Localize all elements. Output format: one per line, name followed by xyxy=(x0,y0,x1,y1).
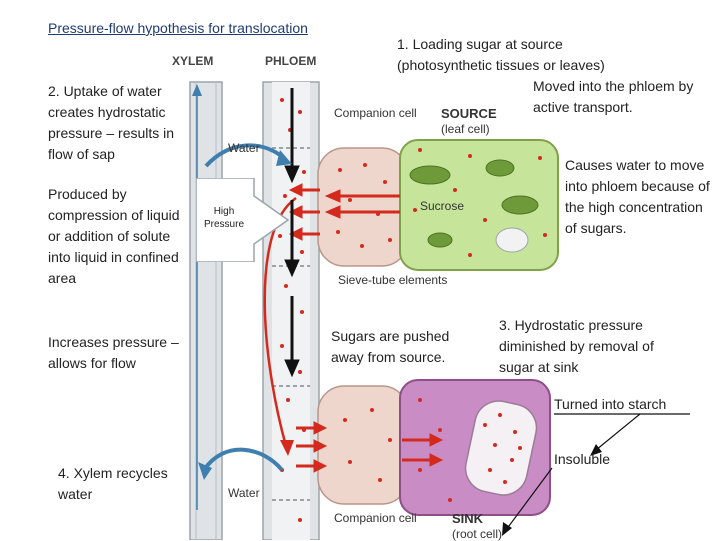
companion-cell-top-label: Companion cell xyxy=(334,106,417,120)
sucrose-unloading-arrows xyxy=(296,421,444,473)
note-uptake: 2. Uptake of water creates hydrostatic p… xyxy=(48,83,175,162)
insoluble-pointer-head xyxy=(502,522,512,536)
water-top-label: Water xyxy=(228,141,260,155)
note-pushed: Sugars are pushed away from source. xyxy=(331,328,450,365)
chloroplast-3 xyxy=(501,195,539,215)
high-pressure-label: High Pressure xyxy=(203,206,244,230)
note-compression: Produced by compression of liquid or add… xyxy=(48,186,180,286)
sucrose-loading-arrows xyxy=(288,183,400,241)
xylem-upflow-arrowhead xyxy=(192,84,202,96)
starch-pointer xyxy=(595,413,641,451)
note-loading: 1. Loading sugar at source (photosynthet… xyxy=(397,36,605,73)
chloroplast-2 xyxy=(485,159,515,177)
companion-cell-bottom-label: Companion cell xyxy=(334,511,417,525)
leaf-cell-label: (leaf cell) xyxy=(441,122,490,136)
companion-cell-top xyxy=(317,147,409,267)
companion-cell-bottom xyxy=(317,385,409,505)
water-arrow-top xyxy=(204,143,286,168)
note-starch: Turned into starch xyxy=(554,396,667,412)
note-hydrostatic: 3. Hydrostatic pressure diminished by re… xyxy=(499,317,654,375)
root-cell-label: (root cell) xyxy=(452,527,503,541)
note-causes: Causes water to move into phloem because… xyxy=(565,157,710,236)
chloroplast-1 xyxy=(409,165,451,185)
water-arrow-top-head xyxy=(276,150,292,166)
bulk-flow-arrows xyxy=(284,88,300,378)
high-pressure-callout xyxy=(196,178,290,262)
note-recycle: 4. Xylem recycles water xyxy=(58,465,168,502)
water-arrow-bottom-head xyxy=(198,462,212,480)
sink-label: SINK xyxy=(452,511,484,526)
sucrose-label: Sucrose xyxy=(420,199,465,213)
sugar-dots xyxy=(278,98,547,522)
starch-pointer-head xyxy=(590,444,602,456)
note-increase: Increases pressure – allows for flow xyxy=(48,334,179,371)
phloem-flow-arrowhead xyxy=(280,440,294,456)
phloem-label: PHLOEM xyxy=(265,54,317,68)
vacuole xyxy=(495,227,529,253)
insoluble-pointer xyxy=(505,467,553,531)
note-active: Moved into the phloem by active transpor… xyxy=(533,78,694,115)
source-label: SOURCE xyxy=(441,106,497,121)
sieve-tube-label: Sieve-tube elements xyxy=(338,273,448,287)
page-title: Pressure-flow hypothesis for translocati… xyxy=(48,20,308,36)
note-insoluble: Insoluble xyxy=(554,451,611,467)
xylem-label: XYLEM xyxy=(172,54,214,68)
water-arrow-bottom xyxy=(202,447,284,472)
water-bottom-label: Water xyxy=(228,486,260,500)
chloroplast-4 xyxy=(427,232,453,248)
